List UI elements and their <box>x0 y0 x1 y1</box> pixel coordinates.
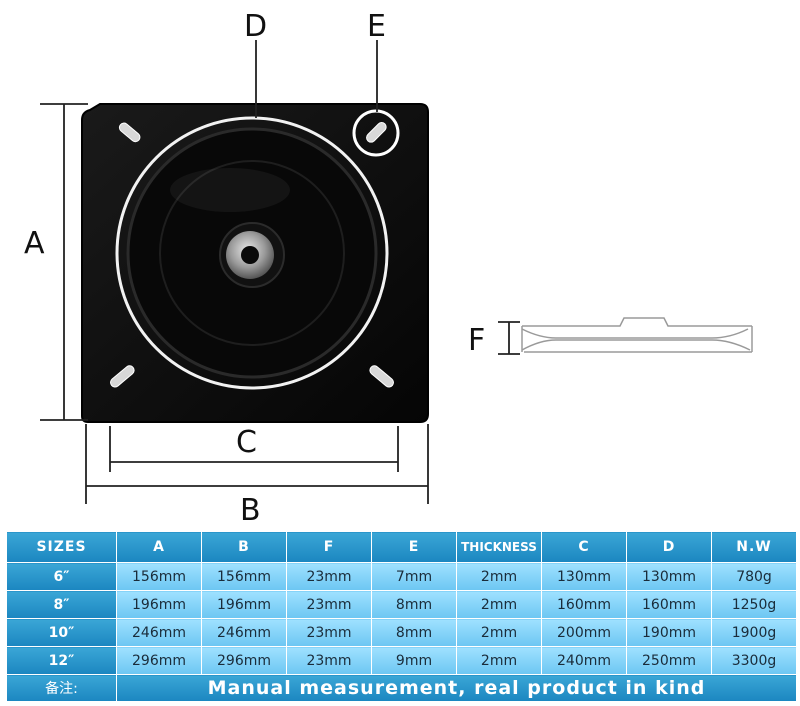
table-cell: 23mm <box>286 618 372 647</box>
dimension-lines <box>40 40 520 504</box>
table-cell: 196mm <box>201 590 287 619</box>
header-sizes: SIZES <box>6 531 117 563</box>
table-cell: 2mm <box>456 590 542 619</box>
swivel-plate-diagram: A C B D E F <box>24 9 753 528</box>
label-d: D <box>244 9 267 44</box>
table-cell: 296mm <box>116 646 202 675</box>
table-row: 10″ 246mm 246mm 23mm 8mm 2mm 200mm 190mm… <box>6 618 797 647</box>
label-c: C <box>236 425 257 460</box>
table-cell: 240mm <box>541 646 627 675</box>
table-cell: 160mm <box>626 590 712 619</box>
header-a: A <box>116 531 202 563</box>
table-cell: 8mm <box>371 618 457 647</box>
table-cell: 2mm <box>456 562 542 591</box>
header-nw: N.W <box>711 531 797 563</box>
label-f: F <box>468 323 485 358</box>
note-row: 备注: Manual measurement, real product in … <box>6 674 797 702</box>
mounting-slots <box>110 122 394 388</box>
table-cell: 246mm <box>201 618 287 647</box>
table-cell: 2mm <box>456 646 542 675</box>
table-row: 8″ 196mm 196mm 23mm 8mm 2mm 160mm 160mm … <box>6 590 797 619</box>
label-e: E <box>367 9 386 44</box>
outer-ring <box>115 116 389 390</box>
table-cell: 296mm <box>201 646 287 675</box>
center-hole <box>241 246 259 264</box>
note-text: Manual measurement, real product in kind <box>116 674 797 702</box>
table-cell: 780g <box>711 562 797 591</box>
size-cell: 12″ <box>6 646 117 675</box>
header-f: F <box>286 531 372 563</box>
table-cell: 8mm <box>371 590 457 619</box>
size-cell: 8″ <box>6 590 117 619</box>
header-e: E <box>371 531 457 563</box>
size-cell: 10″ <box>6 618 117 647</box>
table-cell: 250mm <box>626 646 712 675</box>
table-cell: 9mm <box>371 646 457 675</box>
size-cell: 6″ <box>6 562 117 591</box>
table-cell: 156mm <box>116 562 202 591</box>
table-cell: 196mm <box>116 590 202 619</box>
table-cell: 1900g <box>711 618 797 647</box>
table-row: 12″ 296mm 296mm 23mm 9mm 2mm 240mm 250mm… <box>6 646 797 675</box>
label-a: A <box>24 226 45 261</box>
header-d: D <box>626 531 712 563</box>
table-row: 6″ 156mm 156mm 23mm 7mm 2mm 130mm 130mm … <box>6 562 797 591</box>
swivel-plate <box>81 103 429 423</box>
table-cell: 1250g <box>711 590 797 619</box>
label-b: B <box>240 493 261 528</box>
table-cell: 130mm <box>541 562 627 591</box>
table-cell: 160mm <box>541 590 627 619</box>
table-cell: 7mm <box>371 562 457 591</box>
note-label: 备注: <box>6 674 117 702</box>
header-b: B <box>201 531 287 563</box>
table-cell: 200mm <box>541 618 627 647</box>
header-thickness: THICKNESS <box>456 531 542 563</box>
table-header-row: SIZES A B F E THICKNESS C D N.W <box>6 531 797 563</box>
table-cell: 23mm <box>286 590 372 619</box>
table-cell: 23mm <box>286 562 372 591</box>
table-cell: 130mm <box>626 562 712 591</box>
table-cell: 190mm <box>626 618 712 647</box>
side-profile <box>521 317 753 353</box>
table-cell: 246mm <box>116 618 202 647</box>
table-cell: 156mm <box>201 562 287 591</box>
spec-table: SIZES A B F E THICKNESS C D N.W 6″ 156mm… <box>6 531 797 702</box>
table-cell: 23mm <box>286 646 372 675</box>
table-cell: 3300g <box>711 646 797 675</box>
header-c: C <box>541 531 627 563</box>
e-highlight-circle <box>352 109 400 157</box>
table-cell: 2mm <box>456 618 542 647</box>
